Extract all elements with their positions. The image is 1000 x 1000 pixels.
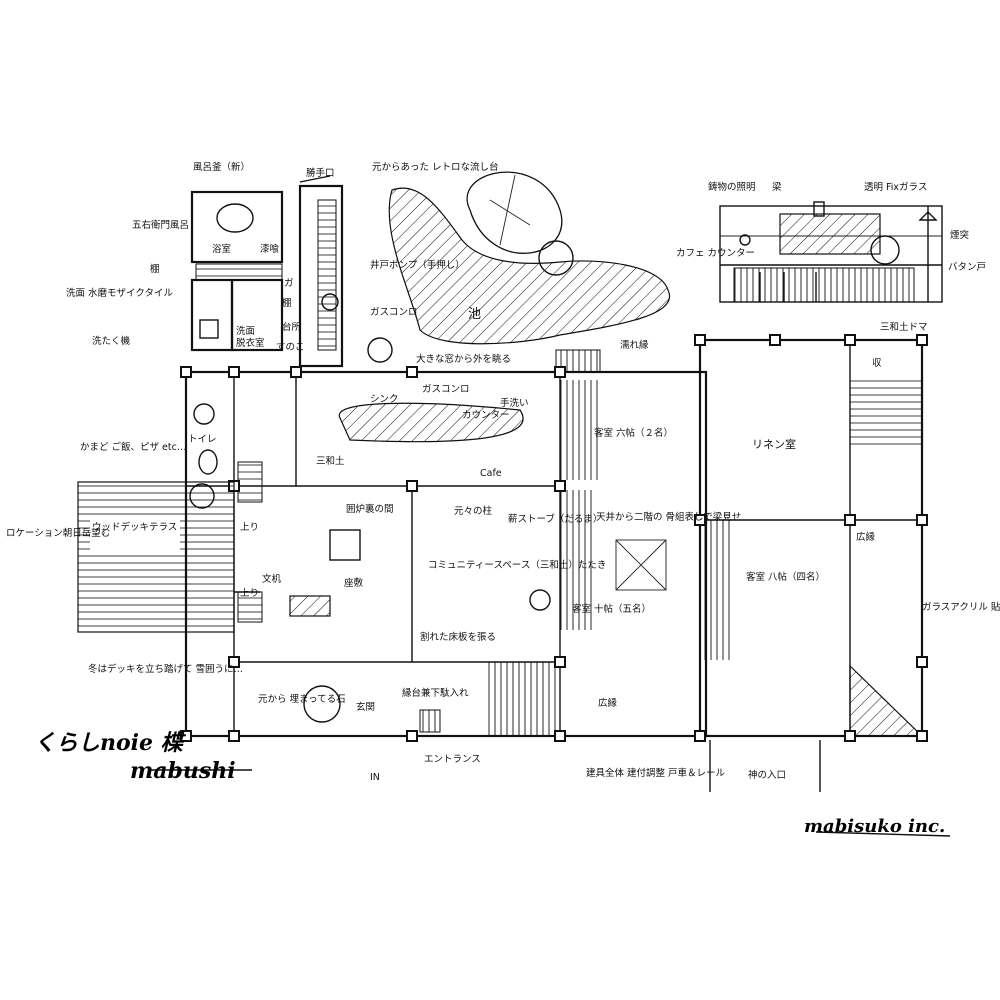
main-building xyxy=(184,338,924,792)
label-goemon-bath: 五右衛門風呂 xyxy=(132,219,189,231)
label-elev-beam: 梁 xyxy=(772,181,782,193)
label-back-door: 勝手口 xyxy=(306,167,335,179)
label-elev-door: バタン戸 xyxy=(948,262,986,273)
label-gas: ガ xyxy=(284,278,294,289)
company-name: mabisuko inc. xyxy=(804,816,945,837)
label-community-space: コミュニティースペース（三和土）たたき xyxy=(428,559,606,571)
structural-columns xyxy=(180,334,928,742)
label-wide-veranda-1: 広縁 xyxy=(856,531,876,543)
label-exposed-beams: 天井から二階の 骨組表しで梁見せ xyxy=(596,511,741,523)
label-sink: シンク xyxy=(370,394,399,405)
label-well-pump: 井戸ポンプ（手押し） xyxy=(370,259,465,271)
label-gas-stove-2: ガスコンロ xyxy=(422,384,470,395)
label-guest-room-10: 客室 十帖（五名） xyxy=(572,603,651,615)
label-location: ロケーション朝日岳望む xyxy=(6,527,110,539)
label-wood-deck: ウッドデッキテラス xyxy=(92,521,177,533)
label-guest-room-6: 客室 六帖（２名） xyxy=(594,427,673,439)
label-wood-stove: 薪ストーブ（だるま） xyxy=(508,513,602,525)
label-desk: 文机 xyxy=(262,573,282,585)
label-guest-room-8: 客室 八帖（四名） xyxy=(746,571,825,583)
title-block xyxy=(150,769,951,837)
label-pond: 池 xyxy=(468,307,481,322)
label-elev-lighting: 鋳物の照明 xyxy=(708,181,756,193)
label-entry-hall: 玄関 xyxy=(356,701,375,713)
label-entrance: エントランス xyxy=(424,754,481,765)
label-elev-glass: 透明 Fixガラス xyxy=(864,182,927,193)
label-step-up-1: 上り xyxy=(240,522,259,533)
wet-area xyxy=(190,175,393,368)
label-dressing-room: 脱衣室 xyxy=(236,337,265,349)
label-shoe-bench: 縁台兼下駄入れ xyxy=(402,687,469,699)
pond-garden xyxy=(388,171,671,345)
label-linen-room: リネン室 xyxy=(752,437,796,451)
label-cafe: Cafe xyxy=(480,468,502,479)
project-subtitle: mabushi xyxy=(130,758,236,784)
label-acrylic-glass: ガラスアクリル 貼付け xyxy=(922,601,1000,613)
label-storage: 収 xyxy=(872,357,882,369)
label-elev-chimney: 煙突 xyxy=(950,229,970,241)
label-elev-doma: 三和土ドマ xyxy=(880,321,928,333)
project-title: くらしnoie 楪 xyxy=(34,730,187,756)
wood-deck xyxy=(77,403,235,633)
label-counter: カウンター xyxy=(462,410,510,421)
label-shelf-2: 棚 xyxy=(282,297,292,309)
label-zashiki: 座敷 xyxy=(344,577,364,589)
label-shelf: 棚 xyxy=(150,263,160,275)
label-doma: 三和土 xyxy=(316,455,345,467)
label-irori-room: 囲炉裏の間 xyxy=(346,503,394,515)
label-in: IN xyxy=(370,772,380,783)
label-duckboard: すのこ xyxy=(276,342,305,353)
label-toilet: トイレ xyxy=(188,434,217,445)
label-original-stone: 元から 埋まってる石 xyxy=(258,694,346,705)
label-washing-machine: 洗たく機 xyxy=(92,335,131,347)
label-hand-wash: 手洗い xyxy=(500,397,529,409)
label-god-entrance: 神の入口 xyxy=(748,769,786,781)
label-washroom: 洗面 xyxy=(236,325,255,337)
label-plaster: 漆喰 xyxy=(260,243,280,255)
cafe-elevation-sketch xyxy=(719,201,943,303)
label-washroom-tile: 洗面 水磨モザイクタイル xyxy=(66,287,173,299)
label-bathroom: 浴室 xyxy=(212,243,231,255)
label-step-up-2: 上り xyxy=(240,588,259,599)
label-winter-note: 冬はデッキを立ち踏げて 雪囲うに… xyxy=(88,663,243,675)
label-gas-stove: ガスコンロ xyxy=(370,307,418,318)
label-kamado: かまど ご飯、ピザ etc… xyxy=(80,441,186,453)
label-fittings: 建具全体 建付調整 戸車＆レール xyxy=(586,767,726,779)
label-kitchen: 台所 xyxy=(282,321,302,333)
label-retro-sink: 元からあった レトロな流し台 xyxy=(372,161,499,173)
label-original-pillar: 元々の柱 xyxy=(454,505,493,517)
label-elev-cafe-counter: カフェ カウンター xyxy=(676,248,755,259)
label-wide-veranda-2: 広縁 xyxy=(598,697,618,709)
label-floorboard: 割れた床板を張る xyxy=(420,631,496,643)
label-veranda: 濡れ縁 xyxy=(620,339,649,351)
label-big-window: 大きな窓から外を眺る xyxy=(416,353,511,365)
label-bath-boiler: 風呂釜（新） xyxy=(193,161,250,173)
